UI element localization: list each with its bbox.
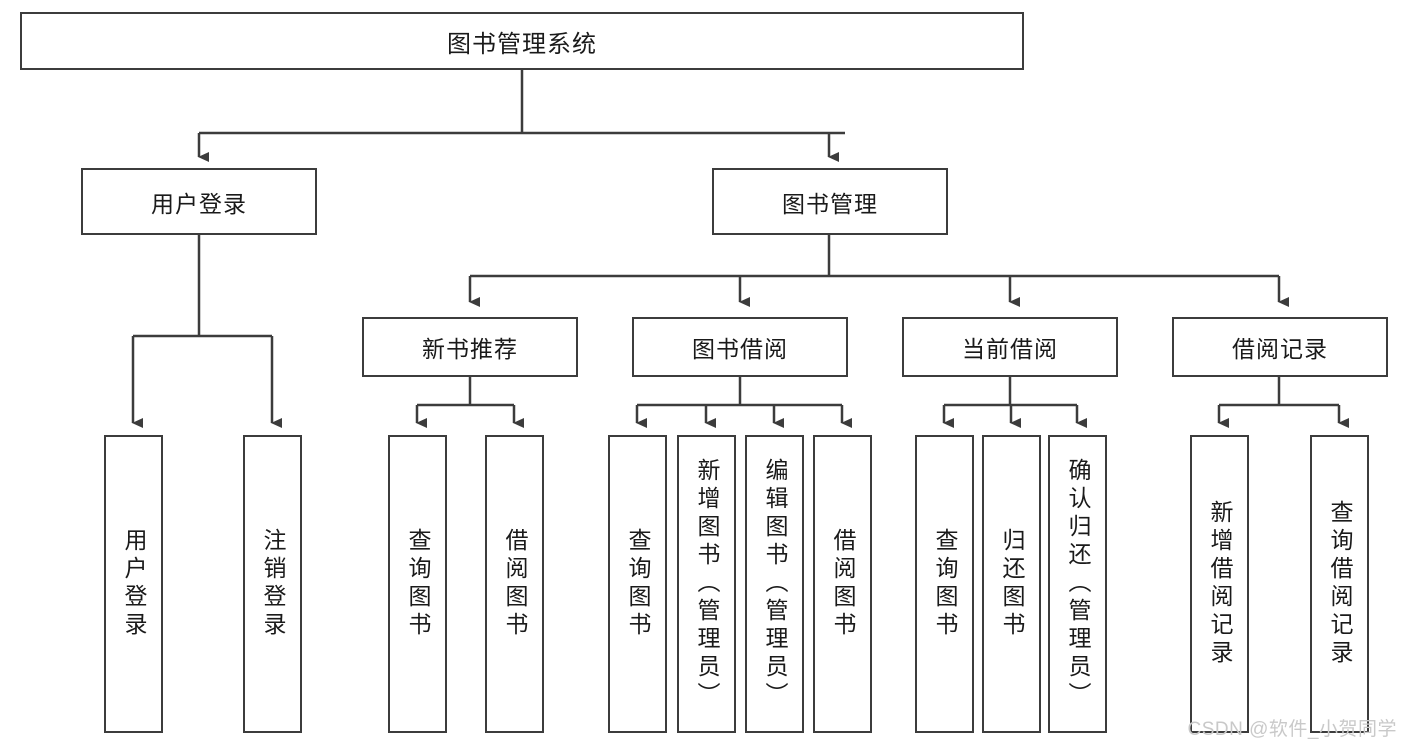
node-label: 图书管理 xyxy=(782,190,878,217)
leaf-borrow-book-recommend[interactable]: 借阅图书 xyxy=(485,435,544,733)
node-label: 当前借阅 xyxy=(962,336,1058,362)
node-root-book-management-system[interactable]: 图书管理系统 xyxy=(20,12,1024,70)
leaf-query-book-borrow[interactable]: 查询图书 xyxy=(608,435,667,733)
node-label: 注销登录 xyxy=(260,528,286,640)
leaf-logout[interactable]: 注销登录 xyxy=(243,435,302,733)
leaf-query-book-current[interactable]: 查询图书 xyxy=(915,435,974,733)
leaf-edit-book-admin[interactable]: 编辑图书（管理员） xyxy=(745,435,804,733)
node-label: 借阅图书 xyxy=(830,528,856,640)
leaf-borrow-book[interactable]: 借阅图书 xyxy=(813,435,872,733)
node-borrow-record[interactable]: 借阅记录 xyxy=(1172,317,1388,377)
node-label: 确认归还（管理员） xyxy=(1065,458,1091,710)
watermark: CSDN @软件_小贺同学 xyxy=(1187,719,1397,740)
node-current-borrow[interactable]: 当前借阅 xyxy=(902,317,1118,377)
leaf-user-login[interactable]: 用户登录 xyxy=(104,435,163,733)
node-label: 查询借阅记录 xyxy=(1327,500,1353,668)
node-label: 新增借阅记录 xyxy=(1207,500,1233,668)
leaf-add-borrow-record[interactable]: 新增借阅记录 xyxy=(1190,435,1249,733)
node-label: 编辑图书（管理员） xyxy=(762,458,788,710)
node-label: 图书借阅 xyxy=(692,336,788,362)
leaf-add-book-admin[interactable]: 新增图书（管理员） xyxy=(677,435,736,733)
node-book-management[interactable]: 图书管理 xyxy=(712,168,948,235)
node-label: 查询图书 xyxy=(932,528,958,640)
leaf-return-book[interactable]: 归还图书 xyxy=(982,435,1041,733)
node-label: 用户登录 xyxy=(151,190,247,217)
leaf-confirm-return-admin[interactable]: 确认归还（管理员） xyxy=(1048,435,1107,733)
node-label: 新增图书（管理员） xyxy=(694,458,720,710)
node-user-login[interactable]: 用户登录 xyxy=(81,168,317,235)
node-new-book-recommend[interactable]: 新书推荐 xyxy=(362,317,578,377)
leaf-query-borrow-record[interactable]: 查询借阅记录 xyxy=(1310,435,1369,733)
node-label: 借阅图书 xyxy=(502,528,528,640)
node-label: 新书推荐 xyxy=(422,336,518,362)
node-label: 归还图书 xyxy=(999,528,1025,640)
node-label: 用户登录 xyxy=(121,528,147,640)
node-label: 借阅记录 xyxy=(1232,336,1328,362)
node-book-borrow[interactable]: 图书借阅 xyxy=(632,317,848,377)
node-label: 图书管理系统 xyxy=(447,30,597,58)
node-label: 查询图书 xyxy=(405,528,431,640)
leaf-query-book-recommend[interactable]: 查询图书 xyxy=(388,435,447,733)
node-label: 查询图书 xyxy=(625,528,651,640)
